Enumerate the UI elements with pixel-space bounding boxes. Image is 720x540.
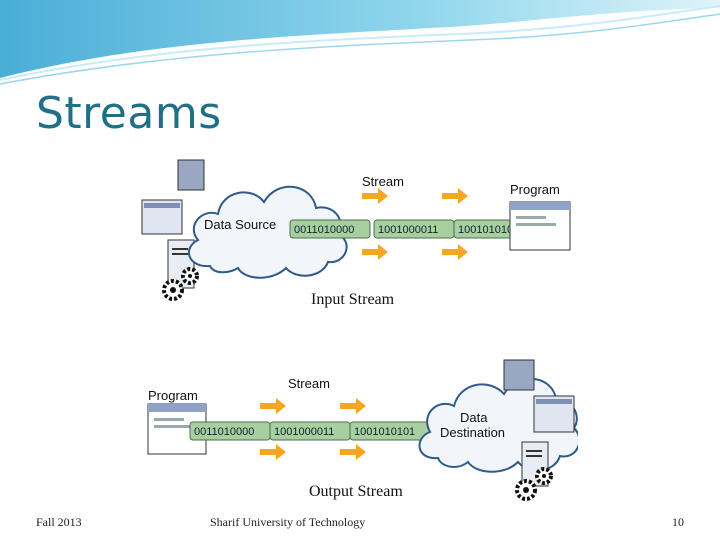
data-source-cloud [187, 185, 348, 279]
arrow-row-top [362, 188, 468, 204]
server-icon [503, 359, 575, 487]
stream-label: Stream [362, 174, 404, 189]
bits-2: 1001000011 [378, 224, 438, 236]
bits-1: 0011010000 [294, 224, 354, 236]
footer-date: Fall 2013 [36, 515, 82, 529]
cloud-label-line-2: Destination [440, 425, 505, 440]
bit-chain: 0011010000 1001000011 1001010101 [189, 421, 431, 441]
header-wave [0, 0, 720, 85]
program-label: Program [510, 182, 560, 197]
cloud-label: Data Source [204, 217, 276, 232]
bits-1: 0011010000 [194, 426, 254, 438]
slide-title: Streams [36, 88, 222, 139]
output-stream-diagram: Program Stream 0011010000 1001000011 100… [146, 358, 578, 506]
arrow-row-top [260, 398, 366, 414]
footer-institution: Sharif University of Technology [210, 515, 366, 529]
gear-icon [162, 267, 199, 301]
cloud-label-line-1: Data [460, 410, 488, 425]
input-stream-diagram: Data Source Stream 0011010000 1001000011… [140, 156, 572, 304]
stream-label: Stream [288, 376, 330, 391]
program-window-icon [509, 201, 571, 251]
gear-icon [515, 467, 553, 501]
arrow-row-bottom [260, 444, 366, 460]
program-label: Program [148, 388, 198, 403]
bits-2: 1001000011 [274, 426, 334, 438]
input-stream-caption: Input Stream [311, 291, 395, 308]
bits-3: 1001010101 [458, 224, 519, 236]
bit-chain: 0011010000 1001000011 1001010101 [289, 219, 535, 239]
output-stream-caption: Output Stream [309, 483, 403, 500]
footer-page-number: 10 [672, 515, 684, 529]
arrow-row-bottom [362, 244, 468, 260]
bits-3: 1001010101 [354, 426, 415, 438]
